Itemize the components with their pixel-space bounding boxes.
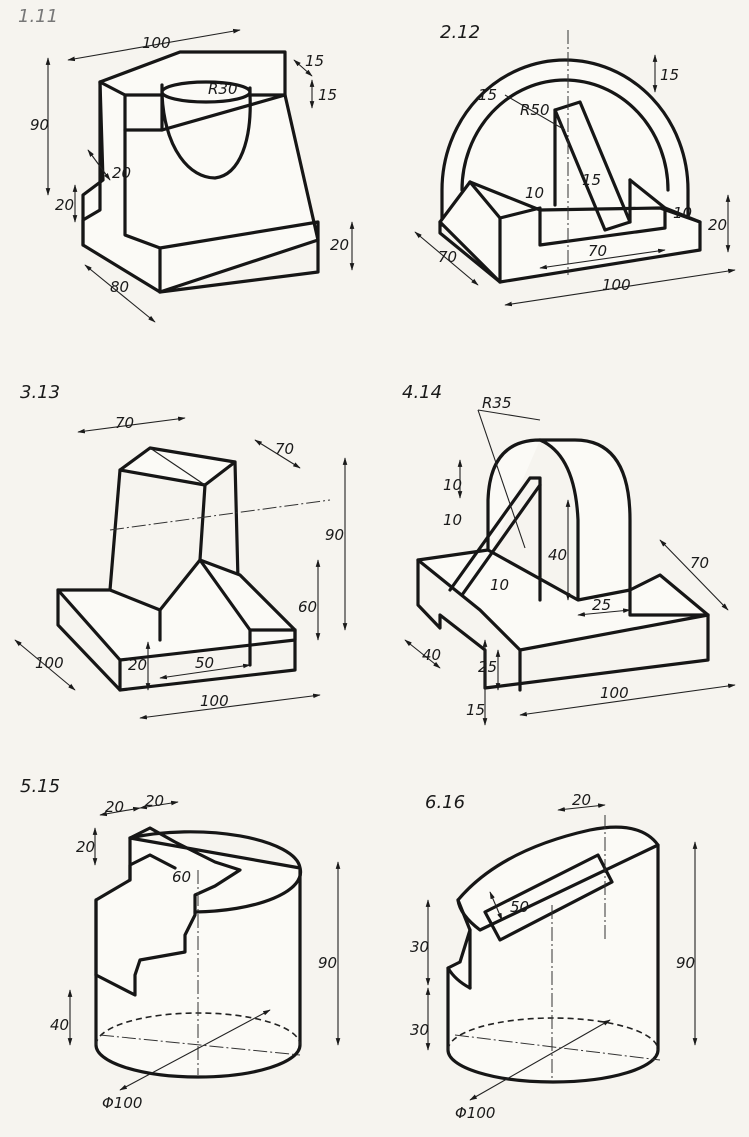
dimension-label: 70 bbox=[588, 242, 607, 260]
dimension-label: 15 bbox=[318, 86, 337, 104]
dimension-label: 100 bbox=[142, 34, 171, 52]
dimension-label: 50 bbox=[510, 898, 529, 916]
figure-4-14: 4.14 R35 10 10 40 10 70 25 40 25 15 100 bbox=[402, 382, 736, 726]
dimension-label: 100 bbox=[600, 684, 629, 702]
figure-3-13: 3.13 70 70 90 60 100 20 50 100 bbox=[14, 382, 348, 720]
dimension-label: 20 bbox=[330, 236, 349, 254]
base-outline bbox=[56, 558, 297, 662]
dimension-label: 90 bbox=[30, 116, 49, 134]
dimension-label: 70 bbox=[275, 440, 294, 458]
dimension-label: 40 bbox=[50, 1016, 69, 1034]
dimension-label: Φ100 bbox=[102, 1094, 142, 1112]
dimension-label: R30 bbox=[208, 80, 238, 98]
dimension-label: 10 bbox=[443, 511, 462, 529]
figure-title: 2.12 bbox=[440, 22, 480, 43]
dimension-label: 70 bbox=[690, 554, 709, 572]
figure-6-16: 6.16 20 50 30 90 30 Φ100 bbox=[410, 791, 698, 1122]
dimension-label: Φ100 bbox=[455, 1104, 495, 1122]
dimension-label: 40 bbox=[548, 546, 567, 564]
dimension-label: 50 bbox=[195, 654, 214, 672]
dimension-label: 10 bbox=[443, 476, 462, 494]
dimension-label: 20 bbox=[76, 838, 95, 856]
figure-2-12: 2.12 15 R50 15 10 15 10 20 70 70 100 bbox=[414, 22, 736, 307]
dimension-label: 30 bbox=[410, 938, 429, 956]
dimension-label: 15 bbox=[305, 52, 324, 70]
dimension-label: 25 bbox=[592, 596, 611, 614]
dimension-label: 20 bbox=[708, 216, 727, 234]
dimension-label: 60 bbox=[298, 598, 317, 616]
dimension-label: 20 bbox=[112, 164, 131, 182]
dimension-label: 70 bbox=[438, 248, 457, 266]
figure-1-11: 1.11 100 15 15 R30 90 20 20 20 80 bbox=[18, 6, 355, 323]
dimension-label: 70 bbox=[115, 414, 134, 432]
dimension-label: 20 bbox=[105, 798, 124, 816]
dimension-label: R35 bbox=[482, 394, 512, 412]
dimension-label: 80 bbox=[110, 278, 129, 296]
figure-title: 6.16 bbox=[425, 792, 465, 813]
dimension-label: 20 bbox=[145, 792, 164, 810]
dimension-label: 100 bbox=[602, 276, 631, 294]
dimension-label: 20 bbox=[55, 196, 74, 214]
dimension-label: 20 bbox=[128, 656, 147, 674]
dimension-label: 100 bbox=[35, 654, 64, 672]
cylinder-outline bbox=[446, 825, 660, 1084]
dimension-label: 90 bbox=[318, 954, 337, 972]
dimension-label: 20 bbox=[572, 791, 591, 809]
dimension-label: 100 bbox=[200, 692, 229, 710]
figure-title: 1.11 bbox=[18, 6, 58, 27]
dimension-label: 90 bbox=[325, 526, 344, 544]
dimension-label: R50 bbox=[520, 101, 550, 119]
dimension-label: 10 bbox=[490, 576, 509, 594]
dimension-label: 25 bbox=[478, 658, 497, 676]
figure-5-15: 5.15 20 20 20 60 90 40 Φ100 bbox=[20, 776, 341, 1112]
figure-title: 4.14 bbox=[402, 382, 442, 403]
base-outline bbox=[416, 548, 710, 652]
dimension-label: 40 bbox=[422, 646, 441, 664]
dimension-label: 10 bbox=[673, 204, 692, 222]
dimension-label: 10 bbox=[525, 184, 544, 202]
figure-title: 5.15 bbox=[20, 776, 60, 797]
dimension-label: 90 bbox=[676, 954, 695, 972]
dimension-label: 15 bbox=[660, 66, 679, 84]
dimension-label: 30 bbox=[410, 1021, 429, 1039]
dimension-label: 15 bbox=[466, 701, 485, 719]
dimension-label: 60 bbox=[172, 868, 191, 886]
figure-title: 3.13 bbox=[20, 382, 60, 403]
dimension-label: 15 bbox=[478, 86, 497, 104]
arch-outline bbox=[486, 438, 632, 630]
dimension-label: 15 bbox=[582, 171, 601, 189]
